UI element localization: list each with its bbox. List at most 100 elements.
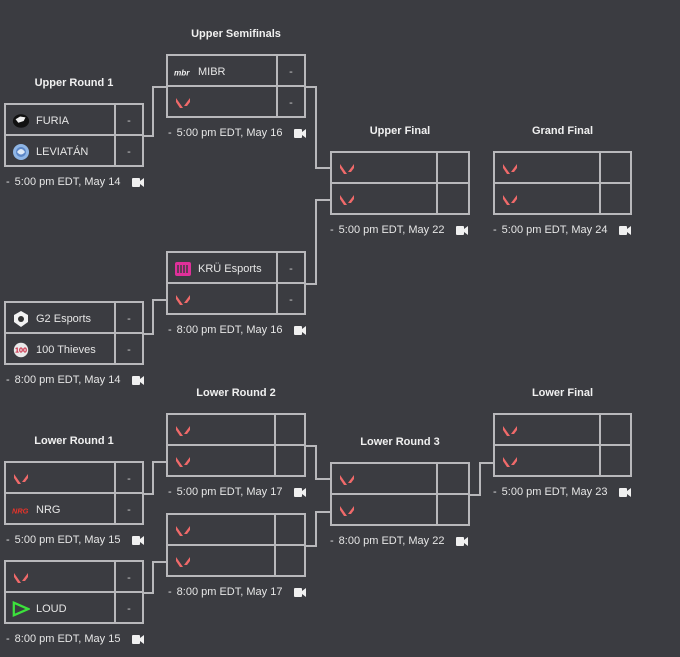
valorant-icon xyxy=(174,291,192,309)
team-name: KRÜ Esports xyxy=(198,262,262,275)
time-dash: - xyxy=(6,534,10,546)
match-time: -5:00 pm EDT, May 23 xyxy=(493,486,632,498)
team-row[interactable]: LOUD - xyxy=(6,593,142,624)
match-time: -8:00 pm EDT, May 17 xyxy=(168,586,307,598)
team-cell: NRG NRG xyxy=(12,494,60,525)
team-score: - xyxy=(127,602,131,615)
team-score: - xyxy=(127,503,131,516)
team-row[interactable] xyxy=(332,184,468,215)
match-time-text: 5:00 pm EDT, May 22 xyxy=(338,224,445,236)
team-row[interactable] xyxy=(495,415,630,446)
time-dash: - xyxy=(493,486,497,498)
team-cell xyxy=(501,184,525,215)
valorant-icon xyxy=(338,471,356,489)
video-camera-icon[interactable] xyxy=(120,375,145,385)
team-row[interactable]: NRG NRG - xyxy=(6,494,142,525)
team-row[interactable] xyxy=(495,153,630,184)
video-camera-icon[interactable] xyxy=(120,177,145,187)
score-divider xyxy=(114,303,116,363)
match-time-text: 8:00 pm EDT, May 17 xyxy=(176,586,283,598)
video-camera-icon[interactable] xyxy=(282,487,307,497)
mibr-logo-icon: mbr xyxy=(174,63,192,81)
match-card[interactable] xyxy=(330,462,470,526)
match-card[interactable] xyxy=(166,413,306,477)
team-cell xyxy=(501,415,525,446)
match-card[interactable] xyxy=(166,513,306,577)
video-camera-icon[interactable] xyxy=(444,536,469,546)
team-row[interactable] xyxy=(495,446,630,477)
team-score: - xyxy=(289,262,293,275)
team-row[interactable] xyxy=(168,446,304,477)
match-time: -5:00 pm EDT, May 14 xyxy=(6,176,145,188)
team-row[interactable]: - xyxy=(6,463,142,494)
video-camera-icon[interactable] xyxy=(282,325,307,335)
team-row[interactable] xyxy=(168,546,304,577)
valorant-icon xyxy=(174,522,192,540)
team-row[interactable] xyxy=(495,184,630,215)
team-name: NRG xyxy=(36,503,61,516)
team-row[interactable]: KRÜ Esports - xyxy=(168,253,304,284)
team-row[interactable]: LEVIATÁN- xyxy=(6,136,142,167)
valorant-icon xyxy=(338,160,356,178)
match-card[interactable]: FURIA-LEVIATÁN- xyxy=(4,103,144,167)
video-camera-icon[interactable] xyxy=(607,225,632,235)
team-cell: LOUD xyxy=(12,593,67,624)
time-dash: - xyxy=(168,127,172,139)
team-cell xyxy=(174,87,198,118)
match-card[interactable] xyxy=(493,151,632,215)
team-row[interactable]: G2 Esports- xyxy=(6,303,142,334)
match-card[interactable] xyxy=(493,413,632,477)
team-row[interactable] xyxy=(168,515,304,546)
video-camera-icon[interactable] xyxy=(282,587,307,597)
match-time-text: 8:00 pm EDT, May 15 xyxy=(14,633,121,645)
team-score: - xyxy=(289,65,293,78)
valorant-icon xyxy=(338,191,356,209)
header-lower-round-1: Lower Round 1 xyxy=(34,435,114,447)
team-row[interactable] xyxy=(168,415,304,446)
video-camera-icon[interactable] xyxy=(607,487,632,497)
match-time: -5:00 pm EDT, May 24 xyxy=(493,224,632,236)
video-camera-icon[interactable] xyxy=(120,535,145,545)
team-cell xyxy=(12,463,36,494)
time-dash: - xyxy=(168,586,172,598)
match-time-text: 5:00 pm EDT, May 15 xyxy=(14,534,121,546)
time-dash: - xyxy=(168,486,172,498)
team-row[interactable] xyxy=(332,495,468,526)
team-cell xyxy=(501,153,525,184)
match-card[interactable]: - NRG NRG - xyxy=(4,461,144,525)
team-row[interactable] xyxy=(332,153,468,184)
header-upper-final: Upper Final xyxy=(369,125,431,137)
team-row[interactable]: - xyxy=(168,87,304,118)
team-row[interactable]: - xyxy=(168,284,304,315)
match-card[interactable]: - LOUD - xyxy=(4,560,144,624)
time-dash: - xyxy=(6,633,10,645)
match-time-text: 5:00 pm EDT, May 14 xyxy=(14,176,121,188)
match-card[interactable]: KRÜ Esports - - xyxy=(166,251,306,315)
time-dash: - xyxy=(6,374,10,386)
team-name: LOUD xyxy=(36,602,67,615)
valorant-icon xyxy=(12,470,30,488)
valorant-icon xyxy=(501,422,519,440)
video-camera-icon[interactable] xyxy=(282,128,307,138)
team-row[interactable]: FURIA- xyxy=(6,105,142,136)
match-card[interactable] xyxy=(330,151,470,215)
team-name: FURIA xyxy=(36,114,69,127)
match-time: -8:00 pm EDT, May 16 xyxy=(168,324,307,336)
team-row[interactable] xyxy=(332,464,468,495)
time-dash: - xyxy=(6,176,10,188)
video-camera-icon[interactable] xyxy=(444,225,469,235)
team-score xyxy=(438,464,468,495)
score-divider xyxy=(114,562,116,622)
team-cell xyxy=(338,184,362,215)
video-camera-icon[interactable] xyxy=(120,634,145,644)
team-row[interactable]: - xyxy=(6,562,142,593)
team-name: LEVIATÁN xyxy=(36,145,89,158)
valorant-icon xyxy=(174,553,192,571)
header-upper-round-1: Upper Round 1 xyxy=(34,77,114,89)
kru-logo-icon xyxy=(174,260,192,278)
svg-text:NRG: NRG xyxy=(12,506,29,515)
